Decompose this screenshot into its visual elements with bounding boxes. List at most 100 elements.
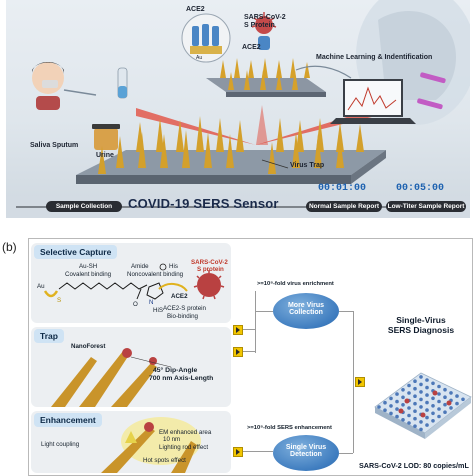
amide-label: Amide [131,263,149,270]
label-saliva-sputum: Saliva Sputum [30,142,79,149]
nanopillar-dot [437,407,441,411]
nanopillar-dot [437,384,441,389]
label-sars-cov2: SARS-CoV-2 [244,14,286,21]
his-top-label: His [169,263,178,270]
arrow-trap [233,347,243,357]
pill-low-titer-report: Low-Titer Sample Report [386,201,466,212]
selective-capture-title: Selective Capture [34,245,118,259]
lod-label: SARS-CoV-2 LOD: 80 copies/mL [359,461,469,470]
arrow-enhancement [233,447,243,457]
sars-label: SARS-CoV-2 [191,259,228,266]
label-ace2-top: ACE2 [186,6,205,13]
single-virus-diagnosis-title: Single-Virus SERS Diagnosis [373,315,469,335]
nanopillar-dot [419,427,423,432]
label-ace2-mid: ACE2 [242,44,261,51]
axis-length-label: 700 nm Axis-Length [149,375,214,382]
panel-a-sensor-illustration: ACE2 SARS-CoV-2 S Protein ACE2 Au Machin… [6,0,470,218]
diagnosis-chip-graphic [374,372,472,439]
covalent-binding-label: Covalent binding [65,271,112,278]
nanopillar-dot [407,421,411,425]
collection-text: Collection [289,309,323,316]
em-area-label: EM enhanced area [159,429,212,436]
nanopillar-dot [437,399,441,404]
nanopillar-dot [389,396,393,401]
his-bottom-label: HiS [153,307,163,314]
section-enhancement: Enhancement EM enhanced area 10 nm Light… [31,411,231,473]
label-machine-learning: Machine Learning & Indentification [316,54,433,61]
nanopillar-dot [389,411,393,416]
nanopillar-dot [413,424,417,428]
dip-angle-label: 45° Dip-Angle [153,367,198,374]
nanopillar-dot [407,406,411,410]
arrow-final [355,377,365,387]
nanopillar-dot [407,391,411,395]
ace2-label: ACE2 [171,293,188,300]
pill-sample-collection: Sample Collection [46,201,122,212]
single-virus-detection-node: Single Virus Detection [273,435,339,471]
nanopillar-dot [377,405,381,409]
sv-title-line2: SERS Diagnosis [387,325,455,335]
light-coupling-label: Light coupling [41,441,80,448]
timer-normal: 00:01:00 [318,183,367,194]
nanopillar-dot [419,375,423,379]
section-selective-capture: Selective Capture Au-SH Covalent binding… [31,243,231,323]
nanopillar-dot [413,379,417,383]
nanopillar-dot [413,409,417,413]
n-atom-label: N [149,299,154,306]
nanopillar-dot [431,396,435,401]
connector-line [255,311,273,312]
connector-line [243,329,255,330]
nanopillar-dot [455,401,459,406]
nanopillar-dot [419,390,423,394]
nanopillar-dot [425,393,429,397]
pill-normal-report: Normal Sample Report [306,201,382,212]
bio-binding-label: Bio-binding [167,313,198,320]
connector-line [339,311,353,312]
nanopillar-dot [419,420,423,424]
nanopillar-dot [401,418,405,422]
nanopillar-dot [443,410,447,414]
trap-title: Trap [34,329,64,343]
nanopillar-dot [443,395,447,399]
au-sh-label: Au-SH [79,263,98,270]
enhancement-graphic [101,417,201,473]
ace2-s-protein-label: ACE2-S protein [163,305,206,312]
nanopillar-dot [425,378,429,382]
nanopillar-dot [419,397,423,402]
nanopillar-dot [437,392,441,396]
nanopillar-dot [455,394,459,398]
timer-low-titer: 00:05:00 [396,183,445,194]
capture-chemistry-graphic [43,263,225,300]
s-atom-label: S [57,297,62,304]
nanopillar-dot [431,411,435,416]
connector-line [339,453,353,454]
nanopillar-dot [449,391,453,395]
arrow-capture [233,325,243,335]
hot-spots-label: Hot spots effect [143,457,186,464]
trap-nanoforest-graphic [51,348,172,407]
nanopillar-dot [413,394,417,398]
nanopillar-dot [437,414,441,419]
au-label: Au [37,283,45,290]
more-virus-text: More Virus [287,302,325,309]
nanopillar-dot [425,423,429,427]
nanopillar-dot [425,408,429,412]
nanopillar-dot [443,402,447,407]
connector-line [243,451,273,452]
panel-b-mechanism: Selective Capture Au-SH Covalent binding… [28,238,473,476]
label-urine: Urine [96,152,114,159]
label-s-protein: S Protein [244,22,275,29]
nanopillar-dot [431,404,435,408]
detection-text: Detection [290,451,322,458]
nanopillar-dot [413,416,417,421]
connector-line [243,351,255,352]
nanopillar-dot [395,392,399,396]
panel-b-letter: (b) [2,240,17,254]
connector-line [255,291,256,353]
nanopillar-dot [401,395,405,400]
nanoforest-spikes [98,116,364,174]
nanopillar-dot [419,382,423,387]
nanopillar-dot [395,399,399,404]
noncovalent-binding-label: Noncovalent binding [127,271,184,278]
section-trap: Trap NanoForest 45° Dip-Angle 700 nm Axi… [31,327,231,407]
